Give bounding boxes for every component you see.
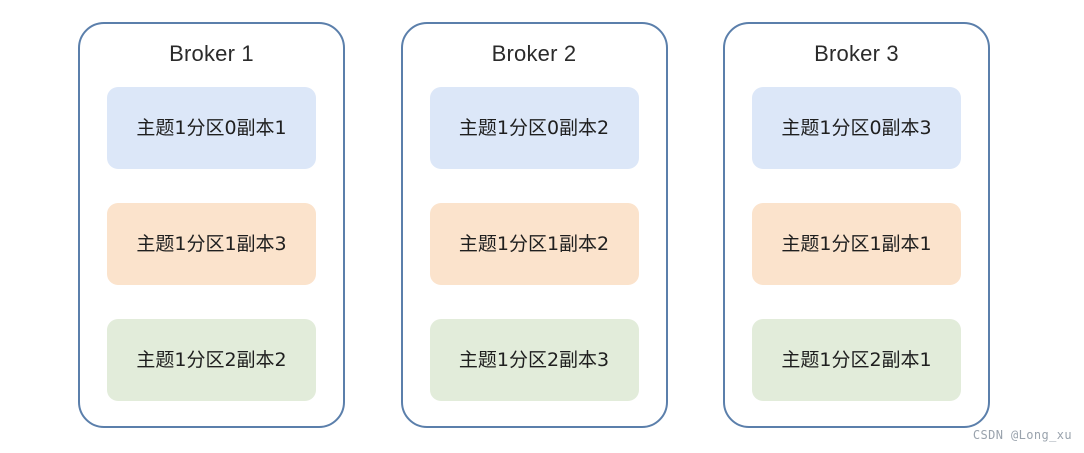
broker-list: Broker 1 主题1分区0副本1 主题1分区1副本3 主题1分区2副本2 B…: [78, 22, 990, 428]
partition-label: 主题1分区1副本1: [781, 233, 932, 255]
partition-box[interactable]: 主题1分区2副本1: [752, 319, 961, 401]
broker-title: Broker 2: [491, 41, 577, 66]
partition-box[interactable]: 主题1分区1副本1: [752, 203, 961, 285]
partition-box[interactable]: 主题1分区2副本3: [429, 319, 639, 401]
broker-card-1[interactable]: Broker 1 主题1分区0副本1 主题1分区1副本3 主题1分区2副本2: [78, 22, 345, 428]
partition-list: 主题1分区0副本2 主题1分区1副本2 主题1分区2副本3: [403, 87, 666, 401]
partition-box[interactable]: 主题1分区0副本3: [752, 87, 961, 169]
partition-box[interactable]: 主题1分区0副本2: [429, 87, 639, 169]
broker-title: Broker 3: [814, 41, 899, 66]
watermark: CSDN @Long_xu: [972, 428, 1072, 442]
broker-card-2[interactable]: Broker 2 主题1分区0副本2 主题1分区1副本2 主题1分区2副本3: [400, 22, 668, 428]
partition-label: 主题1分区1副本2: [458, 233, 610, 255]
partition-label: 主题1分区2副本1: [781, 349, 932, 371]
broker-title: Broker 1: [169, 41, 254, 66]
partition-label: 主题1分区0副本2: [458, 117, 610, 139]
partition-label: 主题1分区2副本2: [136, 349, 287, 371]
broker-card-3[interactable]: Broker 3 主题1分区0副本3 主题1分区1副本1 主题1分区2副本1: [723, 22, 990, 428]
partition-box[interactable]: 主题1分区1副本3: [107, 203, 316, 285]
partition-box[interactable]: 主题1分区0副本1: [107, 87, 316, 169]
partition-label: 主题1分区2副本3: [458, 349, 610, 371]
partition-label: 主题1分区1副本3: [136, 233, 287, 255]
partition-label: 主题1分区0副本1: [136, 117, 287, 139]
partition-list: 主题1分区0副本3 主题1分区1副本1 主题1分区2副本1: [725, 87, 988, 401]
partition-box[interactable]: 主题1分区2副本2: [107, 319, 316, 401]
partition-label: 主题1分区0副本3: [781, 117, 932, 139]
partition-list: 主题1分区0副本1 主题1分区1副本3 主题1分区2副本2: [80, 87, 343, 401]
partition-box[interactable]: 主题1分区1副本2: [429, 203, 639, 285]
